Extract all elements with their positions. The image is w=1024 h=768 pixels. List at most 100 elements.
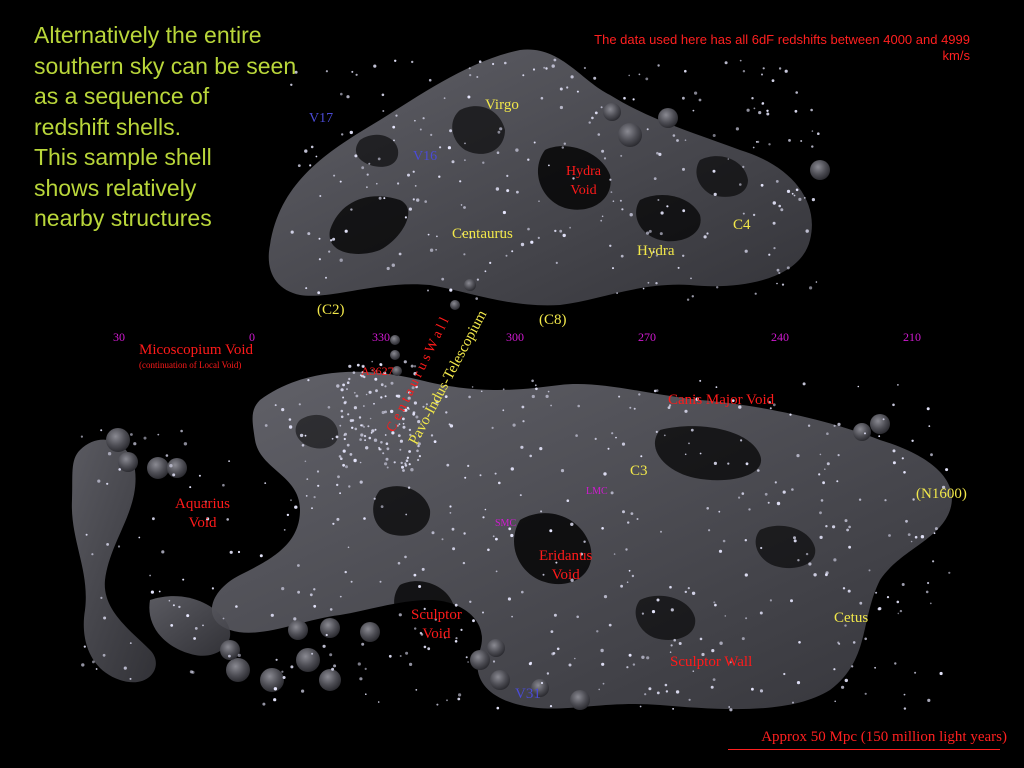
galaxy-dot [103, 616, 107, 620]
galaxy-dot [329, 608, 333, 611]
galaxy-dot [682, 96, 685, 100]
galaxy-dot [768, 143, 771, 146]
galaxy-dot [780, 208, 784, 212]
galaxy-dot [415, 415, 419, 419]
galaxy-dot [691, 591, 696, 595]
galaxy-dot [408, 428, 412, 432]
galaxy-dot [365, 446, 369, 450]
galaxy-dot [760, 183, 764, 187]
galaxy-dot [472, 619, 475, 623]
galaxy-dot [684, 69, 687, 73]
galaxy-dot [468, 395, 471, 399]
galaxy-dot [601, 527, 604, 530]
galaxy-dot [559, 229, 563, 233]
galaxy-dot [360, 433, 364, 437]
galaxy-dot [168, 599, 171, 602]
galaxy-dot [699, 452, 702, 455]
galaxy-dot [926, 407, 930, 411]
galaxy-dot [722, 539, 726, 543]
galaxy-dot [673, 638, 676, 642]
galaxy-dot [458, 693, 462, 697]
galaxy-dot [368, 162, 371, 165]
galaxy-dot [499, 127, 503, 131]
galaxy-dot [158, 590, 161, 593]
galaxy-dot [415, 385, 418, 389]
galaxy-dot [682, 167, 685, 171]
galaxy-dot [492, 62, 495, 66]
galaxy-dot [556, 647, 560, 651]
galaxy-dot [363, 434, 367, 438]
galaxy-dot [325, 276, 327, 279]
galaxy-dot [570, 578, 574, 582]
galaxy-dot [665, 690, 669, 693]
galaxy-dot [769, 407, 772, 410]
galaxy-dot [170, 624, 174, 627]
galaxy-dot [408, 463, 411, 466]
galaxy-dot [576, 615, 579, 619]
galaxy-dot [620, 254, 624, 258]
galaxy-dot [610, 191, 613, 194]
galaxy-dot [290, 665, 294, 669]
galaxy-dot [413, 401, 417, 405]
galaxy-dot [328, 250, 331, 253]
galaxy-dot [543, 66, 546, 69]
galaxy-dot [482, 611, 484, 614]
galaxy-dot [897, 612, 900, 615]
galaxy-dot [760, 546, 763, 550]
galaxy-dot [512, 423, 516, 427]
lower-shell [71, 371, 952, 710]
galaxy-dot [738, 496, 741, 499]
galaxy-dot [591, 116, 594, 120]
galaxy-dot [449, 288, 453, 292]
galaxy-dot [786, 189, 791, 193]
galaxy-dot [325, 633, 328, 637]
galaxy-dot [332, 237, 336, 241]
galaxy-dot [402, 425, 406, 429]
galaxy-dot [441, 277, 445, 281]
galaxy-dot [338, 455, 342, 458]
galaxy-dot [408, 391, 411, 394]
galaxy-dot [404, 216, 407, 219]
galaxy-dot [418, 585, 422, 588]
galaxy-dot [710, 685, 714, 689]
galaxy-dot [348, 377, 351, 381]
galaxy-dot [438, 175, 441, 178]
galaxy-dot [609, 244, 612, 247]
galaxy-dot [346, 381, 350, 385]
galaxy-dot [408, 450, 411, 453]
galaxy-dot [813, 573, 817, 577]
galaxy-dot [549, 705, 553, 708]
galaxy-dot [340, 92, 343, 96]
galaxy-dot [766, 112, 770, 116]
galaxy-dot [746, 108, 750, 112]
galaxy-dot [92, 660, 95, 664]
galaxy-dot [206, 517, 210, 521]
galaxy-dot [659, 232, 663, 236]
galaxy-dot [653, 177, 657, 181]
galaxy-dot [294, 70, 298, 74]
galaxy-dot [476, 278, 479, 281]
galaxy-dot [189, 670, 193, 674]
galaxy-dot [299, 433, 304, 438]
galaxy-dot [189, 486, 192, 489]
tick-label: 210 [903, 330, 921, 344]
galaxy-dot [169, 464, 173, 468]
galaxy-dot [791, 488, 794, 491]
galaxy-dot [907, 533, 911, 536]
galaxy-dot [597, 133, 601, 136]
galaxy-dot [364, 667, 367, 671]
galaxy-dot [781, 283, 785, 286]
galaxy-dot [622, 510, 625, 514]
galaxy-dot [774, 481, 777, 484]
galaxy-dot [228, 654, 231, 658]
galaxy-dot [655, 254, 659, 257]
galaxy-dot [311, 507, 313, 510]
galaxy-dot [540, 96, 544, 100]
galaxy-dot [793, 539, 797, 543]
galaxy-dot [833, 558, 837, 562]
galaxy-dot [351, 426, 354, 429]
galaxy-dot [354, 154, 358, 158]
galaxy-dot [623, 96, 626, 100]
galaxy-dot [343, 434, 346, 437]
galaxy-dot [791, 192, 794, 195]
